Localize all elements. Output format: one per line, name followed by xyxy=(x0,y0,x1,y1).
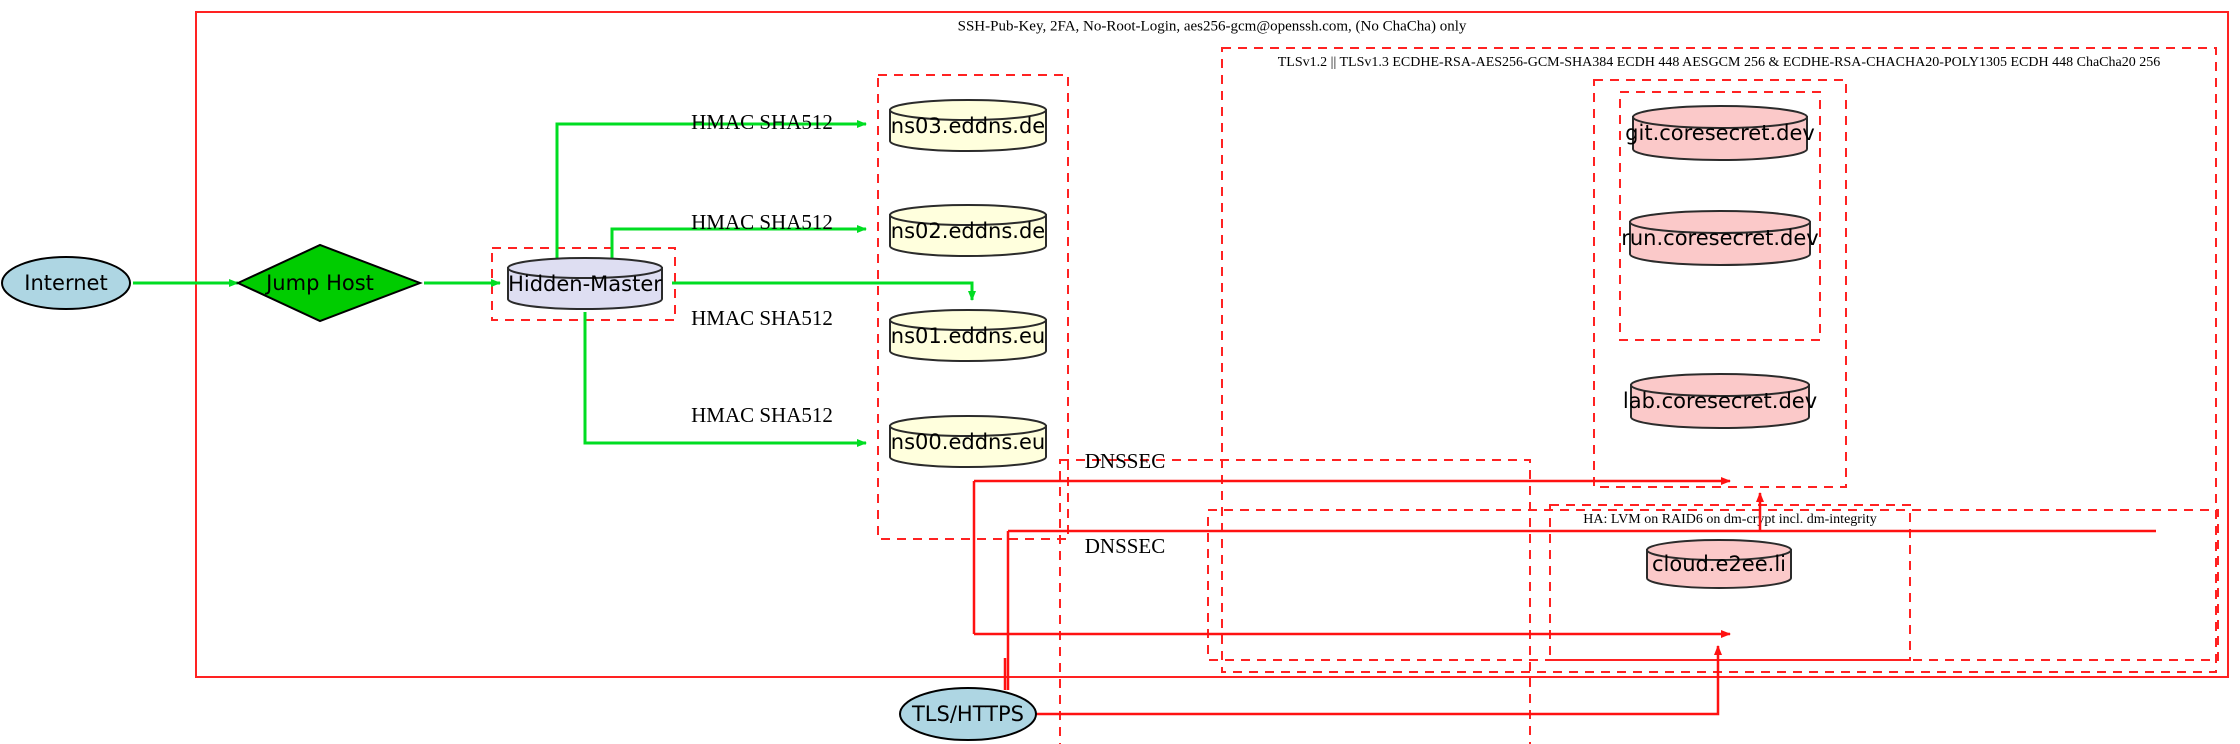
ns00-label: ns00.eddns.eu xyxy=(891,430,1045,454)
git-coresecret-body xyxy=(1632,116,1808,161)
edge-label-hmac-ns03: HMAC SHA512 xyxy=(691,110,833,134)
cluster-dns-servers xyxy=(877,74,1069,540)
node-hidden-master[interactable]: Hidden-Master xyxy=(507,257,663,310)
node-ns01[interactable]: ns01.eddns.eu xyxy=(889,309,1047,362)
node-ns00[interactable]: ns00.eddns.eu xyxy=(889,415,1047,468)
hidden-master-body xyxy=(507,267,663,310)
edge-tlshttps-to-ha xyxy=(1036,645,1722,716)
tls-https-shape xyxy=(899,687,1037,741)
ns01-label: ns01.eddns.eu xyxy=(891,324,1045,348)
node-jump-host[interactable]: Jump Host xyxy=(235,243,423,323)
ns01-body xyxy=(889,319,1047,362)
edge-label-dnssec-upper: DNSSEC xyxy=(1085,449,1166,473)
jump-host-shape xyxy=(235,243,423,323)
cluster-ssh-label: SSH-Pub-Key, 2FA, No-Root-Login, aes256-… xyxy=(958,18,1467,34)
hidden-master-top xyxy=(507,257,663,279)
jump-host-label: Jump Host xyxy=(264,271,374,295)
internet-shape xyxy=(1,256,131,310)
node-lab-coresecret[interactable]: lab.coresecret.dev xyxy=(1623,373,1817,429)
ns03-top xyxy=(889,99,1047,121)
cloud-e2ee-top xyxy=(1646,539,1792,561)
lab-coresecret-body xyxy=(1630,384,1810,429)
run-coresecret-top xyxy=(1629,210,1811,234)
cluster-tls-label: TLSv1.2 || TLSv1.3 ECDHE-RSA-AES256-GCM-… xyxy=(1278,55,2160,70)
run-coresecret-body xyxy=(1629,221,1811,266)
edge-label-hmac-ns00: HMAC SHA512 xyxy=(691,403,833,427)
node-git-coresecret[interactable]: git.coresecret.dev xyxy=(1625,105,1815,161)
node-tls-https[interactable]: TLS/HTTPS xyxy=(899,687,1037,741)
ns01-top xyxy=(889,309,1047,331)
edge-hiddenmaster-to-ns03 xyxy=(555,120,867,258)
node-cloud-e2ee[interactable]: cloud.e2ee.li xyxy=(1646,539,1792,589)
node-run-coresecret[interactable]: run.coresecret.dev xyxy=(1621,210,1819,266)
node-ns03[interactable]: ns03.eddns.de xyxy=(889,99,1047,152)
cluster-coresecret-outer xyxy=(1593,79,1847,488)
node-ns02[interactable]: ns02.eddns.de xyxy=(889,204,1047,257)
git-coresecret-label: git.coresecret.dev xyxy=(1625,121,1815,145)
ns00-body xyxy=(889,425,1047,468)
edge-label-dnssec-lower: DNSSEC xyxy=(1085,534,1166,558)
ns03-label: ns03.eddns.de xyxy=(891,114,1045,138)
internet-label: Internet xyxy=(24,271,107,295)
cloud-e2ee-label: cloud.e2ee.li xyxy=(1652,552,1786,576)
cluster-dnssec-span xyxy=(1207,509,2219,661)
ns00-top xyxy=(889,415,1047,437)
edge-label-hmac-ns02: HMAC SHA512 xyxy=(691,210,833,234)
edge-hiddenmaster-to-ns00 xyxy=(583,312,867,447)
edge-label-hmac-ns01: HMAC SHA512 xyxy=(691,306,833,330)
hidden-master-label: Hidden-Master xyxy=(508,272,662,296)
run-coresecret-label: run.coresecret.dev xyxy=(1621,226,1819,250)
cluster-ha-label: HA: LVM on RAID6 on dm-crypt incl. dm-in… xyxy=(1583,512,1876,527)
cluster-coresecret-inner xyxy=(1619,91,1821,341)
ns02-top xyxy=(889,204,1047,226)
edge-hiddenmaster-to-ns02 xyxy=(610,225,867,258)
node-internet[interactable]: Internet xyxy=(1,256,131,310)
git-coresecret-top xyxy=(1632,105,1808,129)
ns02-label: ns02.eddns.de xyxy=(891,219,1045,243)
ns03-body xyxy=(889,109,1047,152)
tls-https-label: TLS/HTTPS xyxy=(911,702,1024,726)
edge-hiddenmaster-to-ns01 xyxy=(672,281,976,301)
cluster-dnssec-lower-left xyxy=(1059,459,1531,744)
ns02-body xyxy=(889,214,1047,257)
cluster-ssh-perimeter xyxy=(195,11,2229,678)
lab-coresecret-label: lab.coresecret.dev xyxy=(1623,389,1817,413)
lab-coresecret-top xyxy=(1630,373,1810,397)
